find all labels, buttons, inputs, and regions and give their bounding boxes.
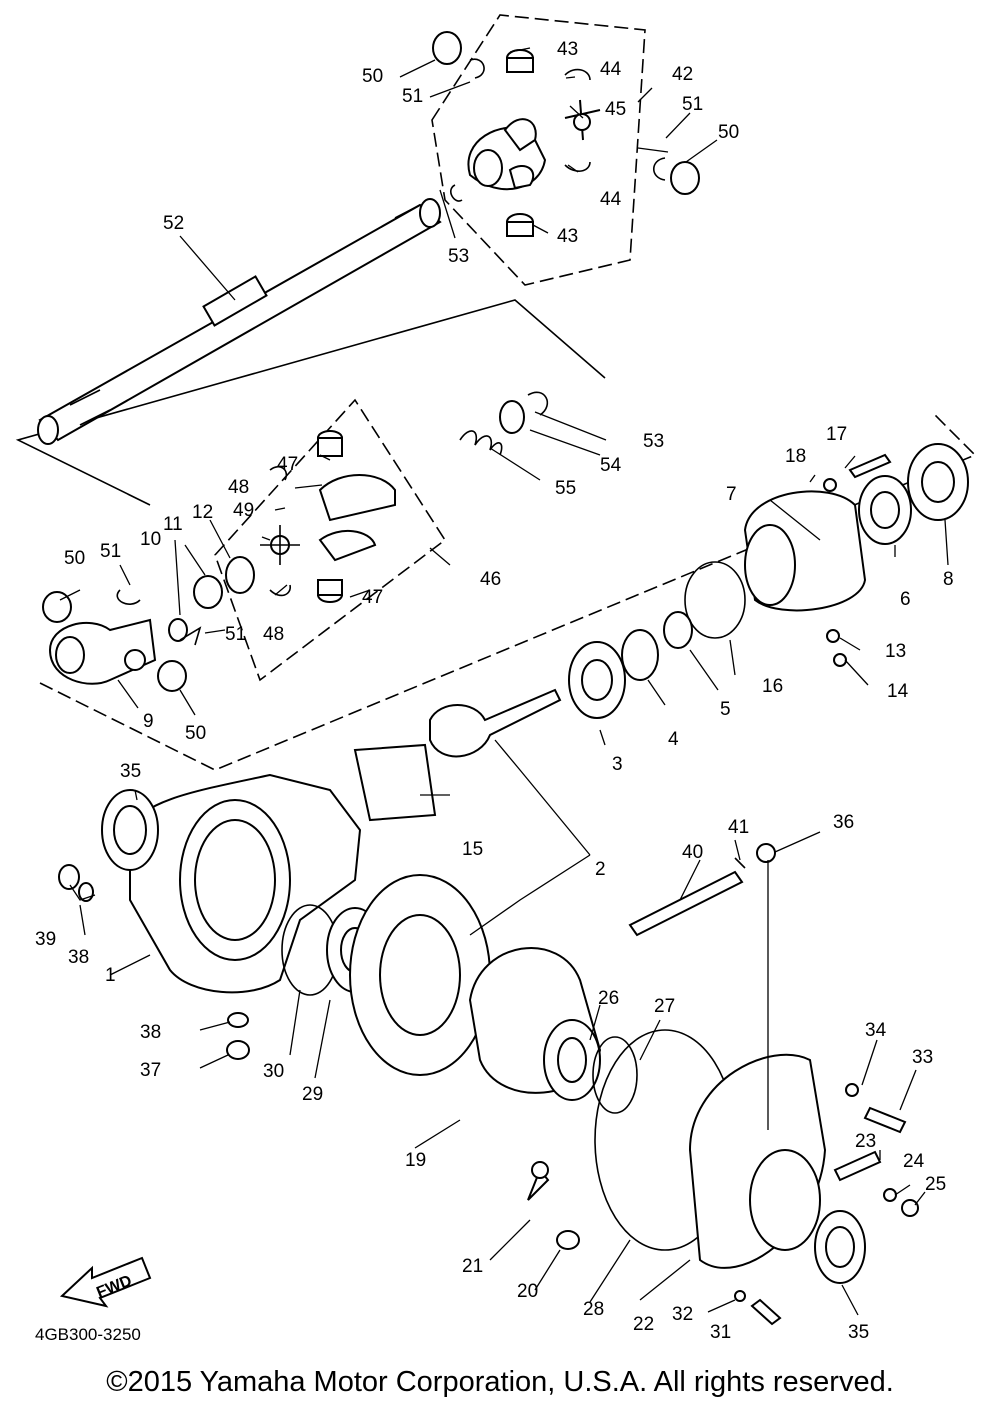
- callout-9: 9: [143, 711, 154, 732]
- leader-lines: [59, 47, 949, 1316]
- gear-group-outline: [39, 414, 977, 771]
- callout-51c: 51: [100, 541, 121, 562]
- callout-12: 12: [192, 502, 213, 523]
- drive-pinion-and-bearings: [353, 611, 693, 822]
- exploded-parts-diagram: FWD 4GB300-3250 1 2 3 4 5 6 7 8 9 10 11 …: [15, 14, 977, 1344]
- callout-48b: 48: [263, 624, 284, 645]
- callout-51d: 51: [225, 624, 246, 645]
- callout-14: 14: [887, 681, 909, 702]
- diagram-reference-code: 4GB300-3250: [35, 1325, 141, 1344]
- callout-32: 32: [672, 1304, 693, 1325]
- front-yoke-and-seals: [42, 556, 255, 692]
- callout-23: 23: [855, 1131, 876, 1152]
- callout-6: 6: [900, 589, 911, 610]
- callout-43a: 43: [557, 39, 578, 60]
- upper-universal-joint: [432, 31, 700, 237]
- callout-45: 45: [605, 99, 626, 120]
- callout-19: 19: [405, 1150, 426, 1171]
- callout-50c: 50: [64, 548, 85, 569]
- callout-17: 17: [826, 424, 847, 445]
- callout-50a: 50: [362, 66, 383, 87]
- lower-joint-group-outline: [214, 398, 447, 682]
- differential-cover: [688, 1053, 919, 1326]
- forward-arrow-icon: FWD: [59, 1256, 152, 1308]
- callout-47a: 47: [277, 454, 298, 475]
- callout-26: 26: [598, 988, 619, 1009]
- callout-31: 31: [710, 1322, 731, 1343]
- spring-washer-clip: [459, 391, 549, 456]
- callout-40: 40: [682, 842, 703, 863]
- callout-24: 24: [903, 1151, 925, 1172]
- callout-10: 10: [140, 529, 161, 550]
- callout-22: 22: [633, 1314, 654, 1335]
- callout-5: 5: [720, 699, 731, 720]
- callout-46: 46: [480, 569, 501, 590]
- callout-38b: 38: [68, 947, 89, 968]
- lower-universal-joint: [260, 430, 396, 603]
- callout-54: 54: [600, 455, 622, 476]
- drive-shaft: [37, 198, 442, 445]
- callout-21: 21: [462, 1256, 483, 1277]
- callout-52: 52: [163, 213, 184, 234]
- callout-labels: 1 2 3 4 5 6 7 8 9 10 11 12 13 14 15 16 1…: [35, 39, 954, 1343]
- callout-41: 41: [728, 817, 749, 838]
- differential-case: [58, 773, 362, 1060]
- callout-48a: 48: [228, 477, 249, 498]
- callout-16: 16: [762, 676, 783, 697]
- callout-50b: 50: [718, 122, 739, 143]
- callout-27: 27: [654, 996, 675, 1017]
- callout-25: 25: [925, 1174, 946, 1195]
- callout-49: 49: [233, 500, 254, 521]
- pinion-housing-and-bearings: [684, 443, 969, 667]
- callout-34: 34: [865, 1020, 887, 1041]
- ring-gear-and-differential: [281, 874, 736, 1251]
- shaft-group-outline: [15, 299, 606, 506]
- pinion-shaft-and-pin: [628, 843, 776, 937]
- callout-43b: 43: [557, 226, 578, 247]
- callout-38a: 38: [140, 1022, 161, 1043]
- callout-36: 36: [833, 812, 854, 833]
- callout-30: 30: [263, 1061, 284, 1082]
- callout-11: 11: [163, 514, 183, 535]
- callout-20: 20: [517, 1281, 538, 1302]
- callout-7: 7: [726, 484, 737, 505]
- callout-33: 33: [912, 1047, 933, 1068]
- copyright-notice: ©2015 Yamaha Motor Corporation, U.S.A. A…: [106, 1366, 894, 1398]
- callout-51a: 51: [402, 86, 423, 107]
- callout-1: 1: [105, 965, 116, 986]
- callout-39: 39: [35, 929, 56, 950]
- callout-3: 3: [612, 754, 623, 775]
- callout-15: 15: [462, 839, 483, 860]
- callout-18: 18: [785, 446, 806, 467]
- callout-35a: 35: [120, 761, 141, 782]
- upper-joint-group-outline: [431, 14, 646, 286]
- callout-28: 28: [583, 1299, 604, 1320]
- callout-51b: 51: [682, 94, 703, 115]
- callout-44b: 44: [600, 189, 622, 210]
- callout-42: 42: [672, 64, 693, 85]
- callout-35b: 35: [848, 1322, 869, 1343]
- callout-29: 29: [302, 1084, 323, 1105]
- callout-2: 2: [595, 859, 606, 880]
- callout-53b: 53: [643, 431, 664, 452]
- callout-37: 37: [140, 1060, 161, 1081]
- callout-47b: 47: [362, 587, 383, 608]
- callout-44a: 44: [600, 59, 622, 80]
- callout-55: 55: [555, 478, 576, 499]
- callout-13: 13: [885, 641, 906, 662]
- callout-8: 8: [943, 569, 954, 590]
- callout-50d: 50: [185, 723, 206, 744]
- callout-4: 4: [668, 729, 679, 750]
- callout-53a: 53: [448, 246, 469, 267]
